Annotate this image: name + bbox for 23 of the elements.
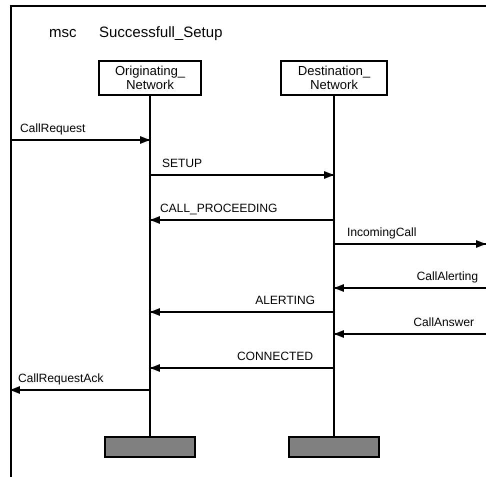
message-arrow [334, 330, 486, 338]
message-label: IncomingCall [347, 225, 416, 239]
frame-label: Successfull_Setup [99, 24, 222, 41]
message-label: CallAlerting [416, 269, 478, 283]
message-arrow [334, 240, 486, 248]
message-label: CALL_PROCEEDING [160, 201, 278, 215]
message-label: CallRequestAck [18, 371, 104, 385]
message-arrow [150, 364, 334, 372]
instance-name: Destination_ Network [296, 64, 372, 92]
message-arrow [150, 308, 334, 316]
message-arrow [10, 386, 150, 394]
message-arrow [10, 136, 150, 144]
message-label: CallAnswer [413, 315, 474, 329]
message-label: SETUP [162, 156, 202, 170]
message-arrow [334, 284, 486, 292]
frame-label: msc [49, 24, 76, 41]
message-arrow [150, 171, 334, 179]
message-label: CallRequest [20, 121, 86, 135]
diagram-frame [10, 5, 486, 477]
message-label: CONNECTED [236, 349, 313, 363]
instance-name: Originating_ Network [114, 64, 186, 92]
message-label: ALERTING [255, 293, 315, 307]
message-arrow [150, 216, 334, 224]
